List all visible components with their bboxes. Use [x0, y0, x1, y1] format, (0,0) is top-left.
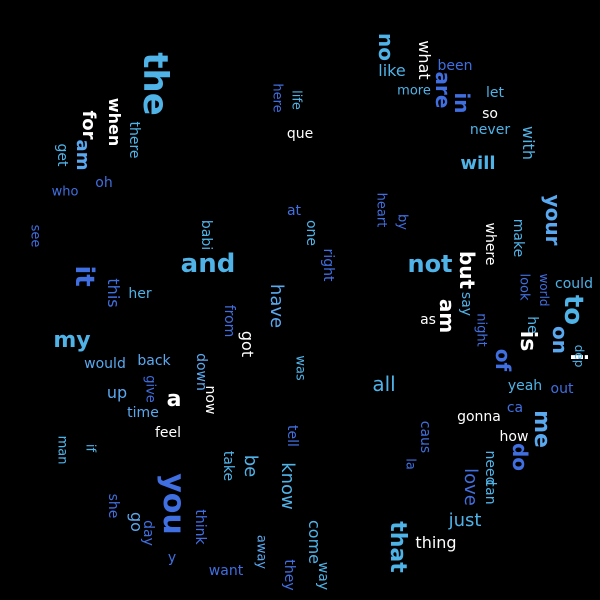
word-tell-77: tell: [284, 425, 300, 447]
word-que-11: que: [286, 126, 314, 142]
word-who-7: who: [51, 184, 79, 200]
word-where-34: where: [482, 222, 498, 266]
word-in-18: in: [450, 92, 474, 114]
word-here-9: here: [269, 83, 285, 113]
word-more-17: more: [397, 83, 431, 99]
word-make-35: make: [510, 218, 526, 258]
word-world-47: world: [537, 273, 551, 307]
word-is-57: is: [515, 330, 540, 352]
word-one-28: one: [303, 219, 319, 247]
word-when-2: when: [105, 97, 124, 147]
word-way-97: way: [315, 561, 331, 591]
word-it-36: it: [69, 265, 99, 287]
word-my-52: my: [53, 328, 91, 353]
word-just-86: just: [448, 510, 482, 531]
word-now-64: now: [202, 385, 218, 415]
word-out-68: out: [550, 381, 574, 397]
word-am-43: am: [435, 298, 459, 334]
word-babi-29: babi: [198, 219, 214, 251]
word-as-44: as: [420, 312, 436, 328]
word-have-39: have: [266, 283, 287, 329]
word-night-45: night: [473, 313, 489, 347]
word-she-88: she: [105, 493, 121, 519]
word-no-12: no: [374, 33, 398, 61]
word-been-14: been: [437, 58, 473, 74]
word-on-50: on: [548, 326, 572, 354]
word-they-95: they: [281, 559, 297, 591]
word-from-40: from: [221, 304, 237, 338]
word-thing-99: thing: [415, 533, 457, 552]
word-gonna-70: gonna: [457, 409, 501, 425]
word-of-58: of: [491, 348, 515, 372]
word-away-94: away: [253, 534, 269, 570]
word-get-5: get: [54, 143, 70, 167]
word-man-75: man: [54, 435, 70, 465]
word-yeah-67: yeah: [507, 378, 543, 394]
word-all-66: all: [372, 372, 396, 396]
word-know-80: know: [277, 462, 298, 510]
word-by-26: by: [394, 214, 410, 230]
word-dep-60: dep: [572, 344, 586, 368]
word-that-98: that: [385, 521, 410, 573]
word-the-0: the: [135, 52, 175, 116]
word-ca-69: ca: [506, 400, 524, 416]
word-be-79: be: [240, 454, 261, 478]
word-there-3: there: [126, 121, 142, 159]
word-want-93: want: [208, 563, 244, 579]
word-day-90: day: [140, 520, 156, 546]
word-never-21: never: [469, 122, 511, 138]
word-what-13: what: [415, 40, 434, 80]
word-can-85: can: [482, 479, 498, 505]
word-will-23: will: [460, 153, 496, 174]
word-if-76: if: [82, 443, 98, 453]
word-oh-6: oh: [95, 175, 113, 191]
word-look-46: look: [516, 273, 532, 301]
word-feel-71: feel: [154, 425, 182, 441]
word-come-96: come: [305, 519, 324, 565]
word-back-54: back: [137, 353, 171, 369]
word-heart-25: heart: [373, 192, 389, 228]
word-let-19: let: [486, 85, 504, 101]
word-see-8: see: [27, 224, 43, 248]
word-would-53: would: [84, 356, 126, 372]
word-her-38: her: [128, 286, 152, 302]
word-got-41: got: [238, 330, 257, 358]
word-la-82: la: [402, 458, 418, 470]
word-and-31: and: [180, 249, 236, 279]
word-do-74: do: [508, 442, 532, 472]
word-this-37: this: [104, 278, 123, 308]
word-to-49: to: [558, 294, 588, 326]
word-give-62: give: [142, 375, 158, 403]
word-up-61: up: [106, 383, 128, 402]
word-could-48: could: [555, 276, 593, 292]
word-me-72: me: [529, 410, 554, 448]
word-not-32: not: [407, 250, 453, 278]
word-caus-81: caus: [417, 420, 433, 454]
word-think-91: think: [192, 509, 208, 545]
word-time-65: time: [127, 405, 159, 421]
word-but-33: but: [455, 250, 479, 290]
word-y-92: y: [167, 550, 177, 566]
word-at-27: at: [286, 203, 302, 219]
word-love-83: love: [460, 468, 481, 506]
word-right-30: right: [320, 248, 336, 282]
word-life-10: life: [288, 90, 304, 110]
word-with-22: with: [519, 126, 538, 160]
word-a-63: a: [166, 387, 182, 412]
word-take-78: take: [220, 450, 236, 482]
word-you-87: you: [156, 473, 191, 535]
word-so-20: so: [482, 106, 498, 122]
word-say-42: say: [458, 291, 474, 317]
word-was-56: was: [292, 355, 308, 381]
word-like-15: like: [378, 61, 406, 80]
word-am-4: am: [72, 139, 93, 171]
word-how-73: how: [499, 429, 529, 445]
word-your-24: your: [541, 194, 565, 246]
word-for-1: for: [78, 110, 99, 140]
